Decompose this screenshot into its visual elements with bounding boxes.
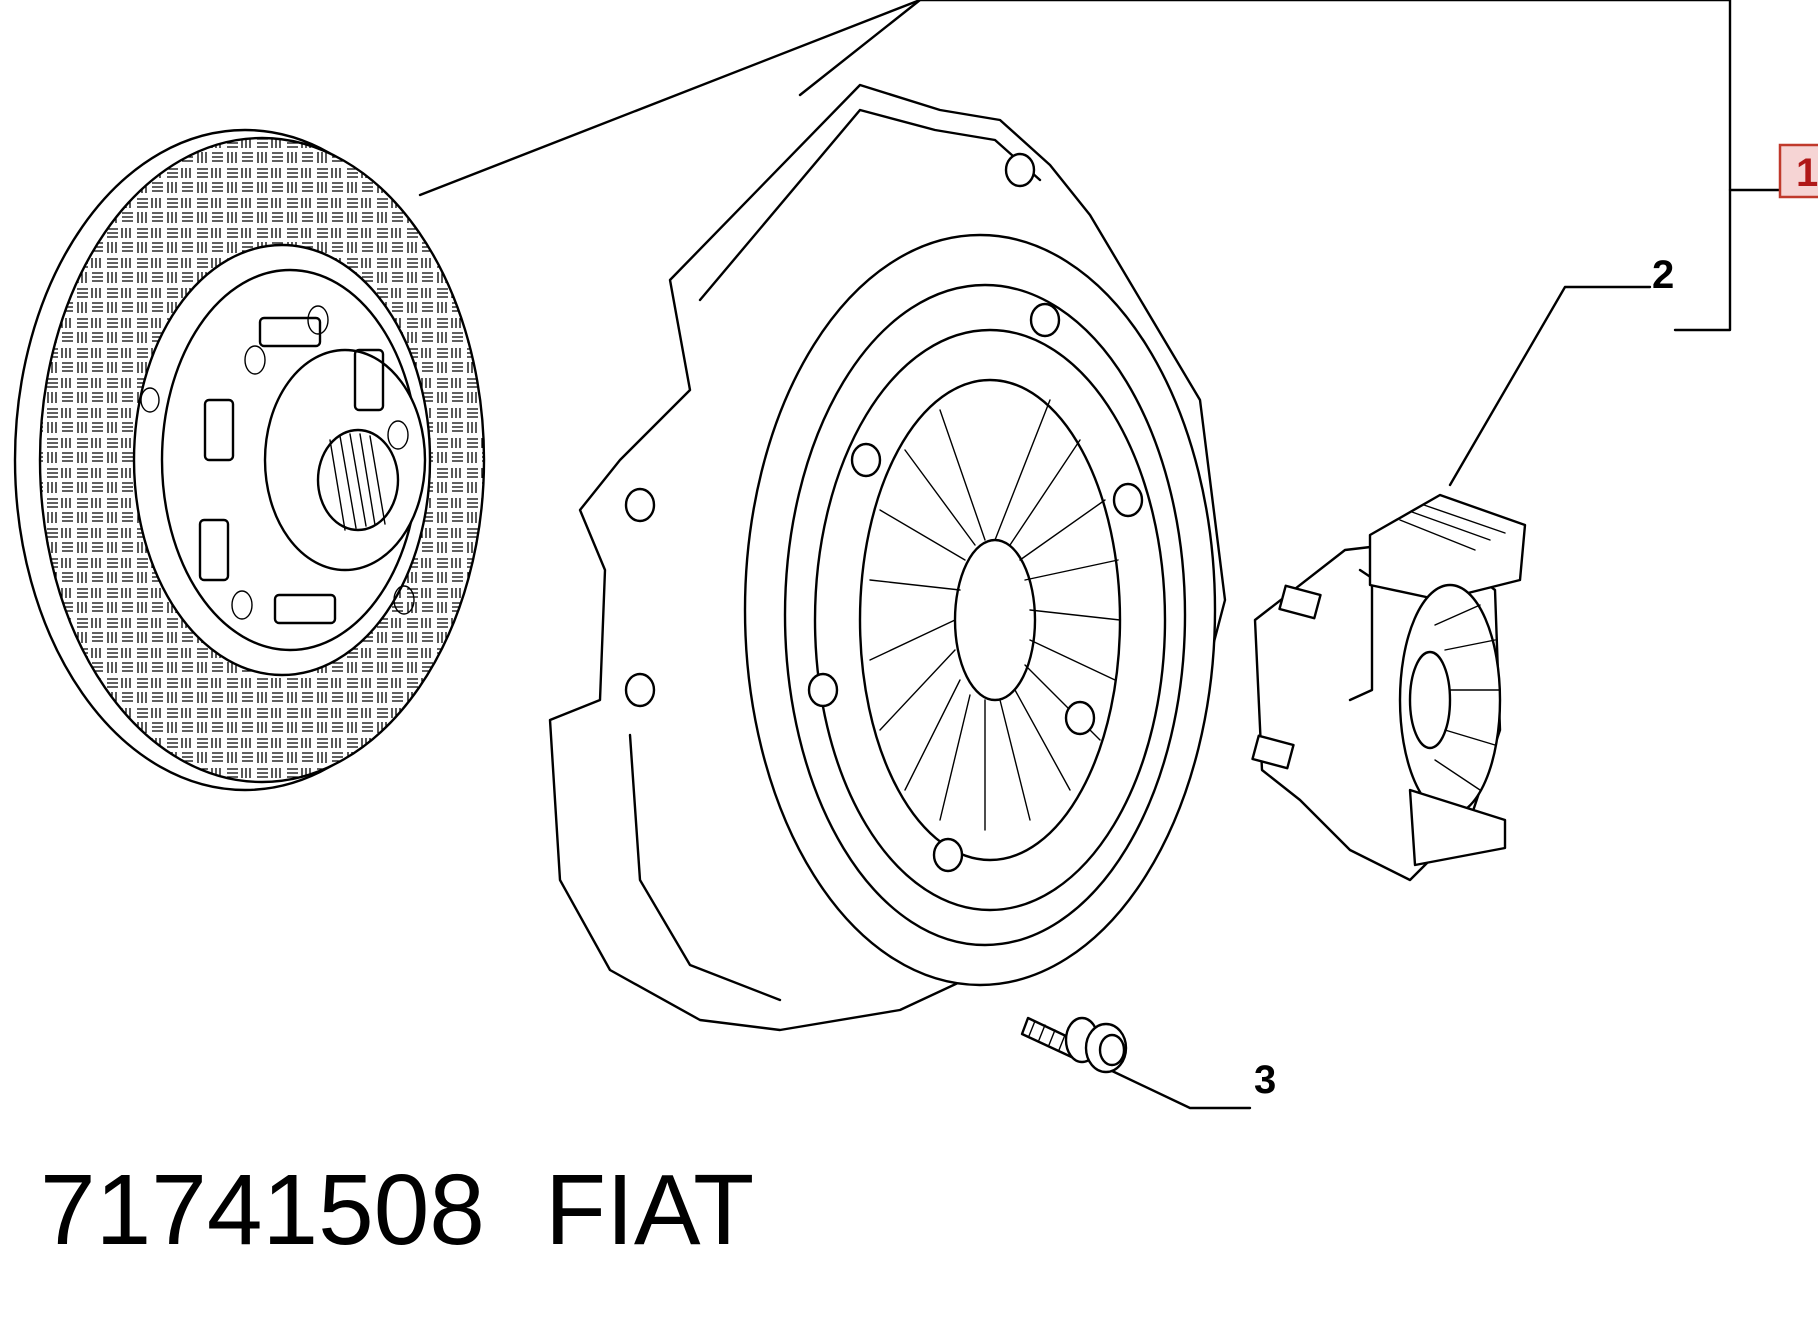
brand-name: FIAT: [545, 1154, 755, 1266]
callout-1-label: 1: [1796, 151, 1818, 195]
part-number: 71741508: [40, 1154, 485, 1266]
release-bearing-icon: [1251, 493, 1527, 882]
callout-1[interactable]: 1: [1778, 143, 1818, 199]
callout-2-label: 2: [1652, 253, 1674, 297]
clutch-disc-icon: [13, 128, 486, 792]
bolt-icon: [1020, 1016, 1128, 1074]
pressure-plate-icon: [548, 83, 1227, 1032]
callout-3[interactable]: 3: [1254, 1058, 1276, 1102]
callout-2[interactable]: 2: [1652, 253, 1674, 297]
callout-3-label: 3: [1254, 1058, 1276, 1102]
leader-lines: [418, 0, 1782, 1110]
callout-1-box: [1778, 143, 1818, 199]
